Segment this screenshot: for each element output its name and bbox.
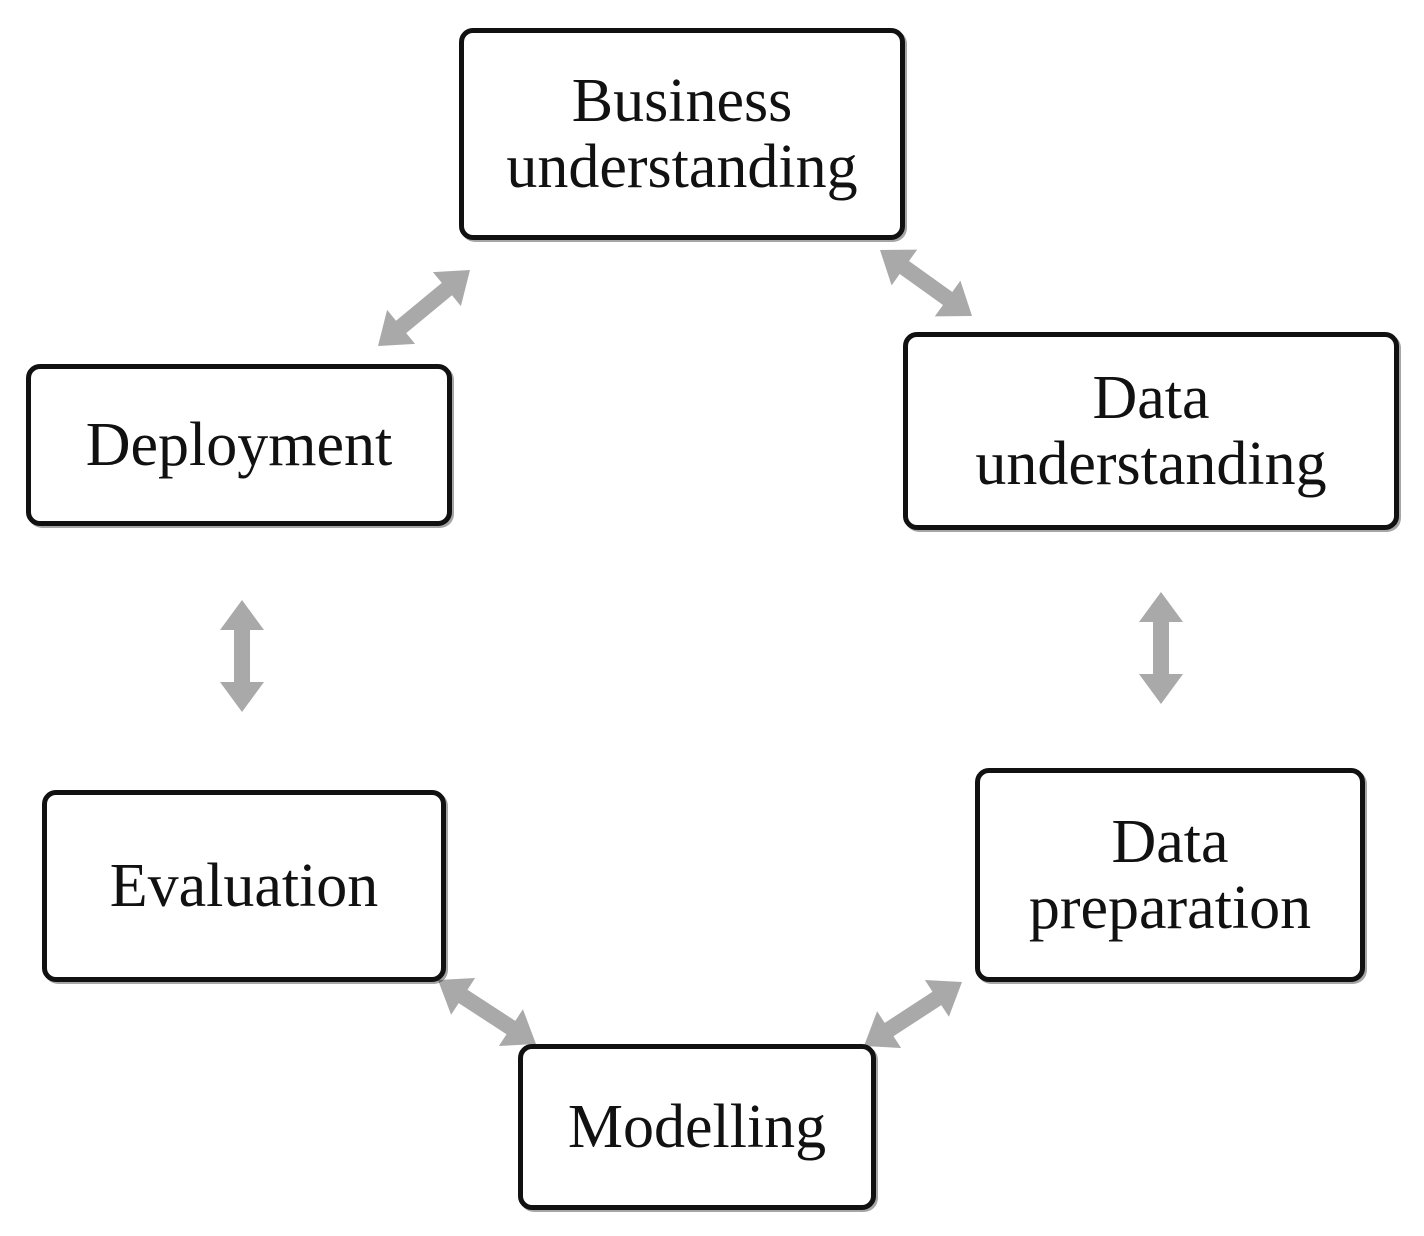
node-deployment: Deployment [26,364,452,526]
node-label: Data preparation [1028,808,1312,942]
node-data-understanding: Data understanding [903,332,1399,530]
node-data-preparation: Data preparation [975,768,1365,982]
node-modelling: Modelling [518,1044,876,1210]
arrow-deployment-business [378,270,470,346]
arrow-modelling-evaluation [438,978,536,1046]
node-label: Modelling [567,1093,827,1161]
arrow-data-preparation-modelling [864,980,962,1048]
node-evaluation: Evaluation [42,790,446,982]
node-business-understanding: Business understanding [459,28,905,240]
node-label: Evaluation [109,852,379,920]
arrow-evaluation-deployment [220,600,264,712]
node-label: Deployment [85,411,393,479]
arrow-business-data-understanding [880,249,972,317]
arrow-data-understanding-data-preparation [1139,592,1183,704]
node-label: Business understanding [506,67,858,201]
node-label: Data understanding [975,364,1327,498]
